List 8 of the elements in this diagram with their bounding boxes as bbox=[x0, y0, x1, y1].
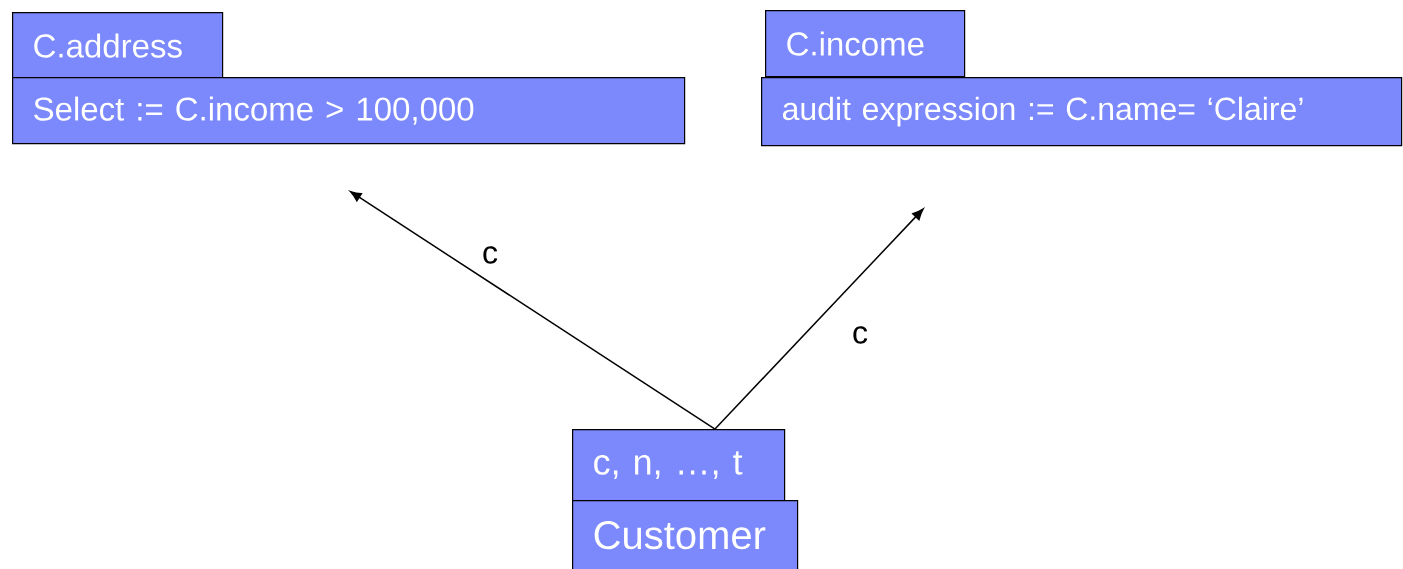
arrow bbox=[714, 208, 924, 430]
arrow bbox=[349, 190, 716, 430]
edge-label: c bbox=[483, 246, 498, 264]
edge-label: c bbox=[853, 326, 868, 344]
label-box: C.address bbox=[12, 12, 224, 80]
label-box: c, n, …, t bbox=[572, 429, 786, 502]
label-box: C.income bbox=[765, 10, 966, 78]
label-box: Customer bbox=[572, 500, 799, 569]
